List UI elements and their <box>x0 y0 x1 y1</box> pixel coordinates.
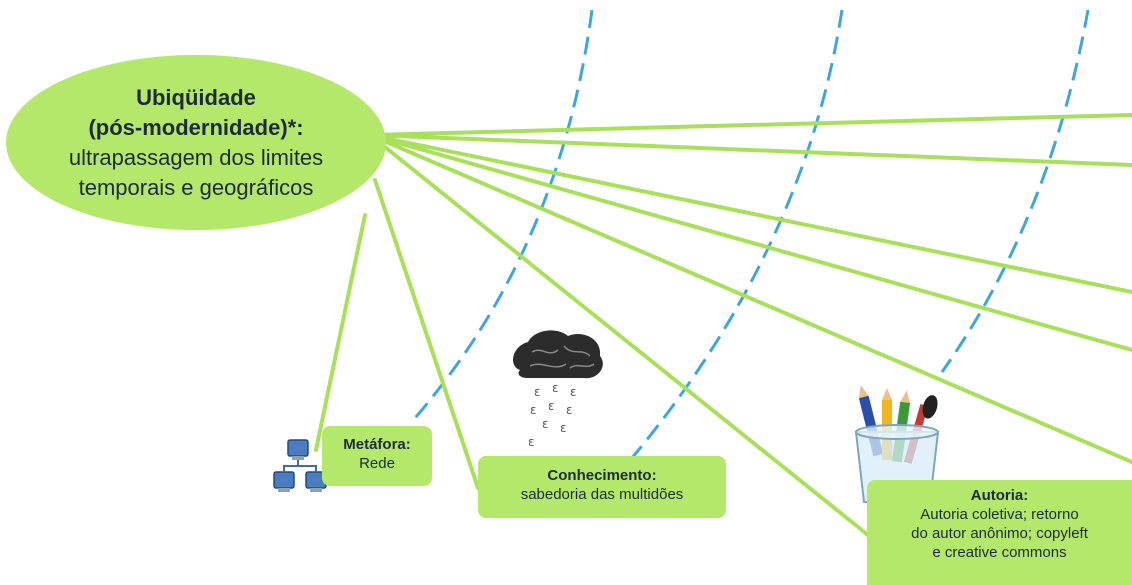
metafora-text: Rede <box>359 455 395 472</box>
metafora-title: Metáfora: <box>343 436 411 453</box>
main-topic-subtitle: (pós-modernidade)*: <box>88 114 304 140</box>
autoria-text-line1: Autoria coletiva; retorno <box>920 506 1079 523</box>
connector-1 <box>368 113 1132 137</box>
svg-text:ε: ε <box>566 403 573 417</box>
conhecimento-node[interactable]: Conhecimento: sabedoria das multidões <box>478 456 726 518</box>
brain-cloud-icon: ε ε ε ε ε ε ε ε ε <box>513 330 603 449</box>
autoria-title: Autoria: <box>970 487 1029 504</box>
svg-text:ε: ε <box>548 399 555 413</box>
connector-8 <box>314 213 367 452</box>
connector-7 <box>373 178 480 490</box>
main-topic-description-line1: ultrapassagem dos limites <box>68 144 324 170</box>
connector-5 <box>368 133 1132 464</box>
connector-2 <box>368 133 1132 167</box>
dashed-arc-3 <box>940 9 1090 373</box>
connector-4 <box>368 133 1132 352</box>
svg-text:ε: ε <box>542 417 549 431</box>
autoria-text-line2: do autor anônimo; copyleft <box>911 525 1088 542</box>
dashed-arcs <box>413 9 1090 459</box>
svg-text:ε: ε <box>530 403 537 417</box>
metafora-node[interactable]: Metáfora: Rede <box>322 426 432 486</box>
dashed-arc-2 <box>630 9 844 459</box>
connector-6 <box>368 133 870 537</box>
dashed-arc-1 <box>413 9 594 419</box>
conhecimento-title: Conhecimento: <box>547 467 657 484</box>
network-icon <box>273 439 327 492</box>
conhecimento-text: sabedoria das multidões <box>520 486 684 503</box>
autoria-node[interactable]: Autoria: Autoria coletiva; retorno do au… <box>867 480 1132 585</box>
svg-text:ε: ε <box>552 381 559 395</box>
main-topic-title: Ubiqüidade <box>136 84 256 110</box>
svg-text:ε: ε <box>570 385 577 399</box>
svg-text:ε: ε <box>534 385 541 399</box>
svg-text:ε: ε <box>560 421 567 435</box>
svg-text:ε: ε <box>528 435 535 449</box>
connector-3 <box>368 133 1132 294</box>
main-topic-description-line2: temporais e geográficos <box>78 174 314 200</box>
main-topic-node[interactable]: Ubiqüidade (pós-modernidade)*: ultrapass… <box>6 55 386 230</box>
autoria-text-line3: e creative commons <box>932 544 1067 561</box>
connectors <box>314 113 1132 537</box>
